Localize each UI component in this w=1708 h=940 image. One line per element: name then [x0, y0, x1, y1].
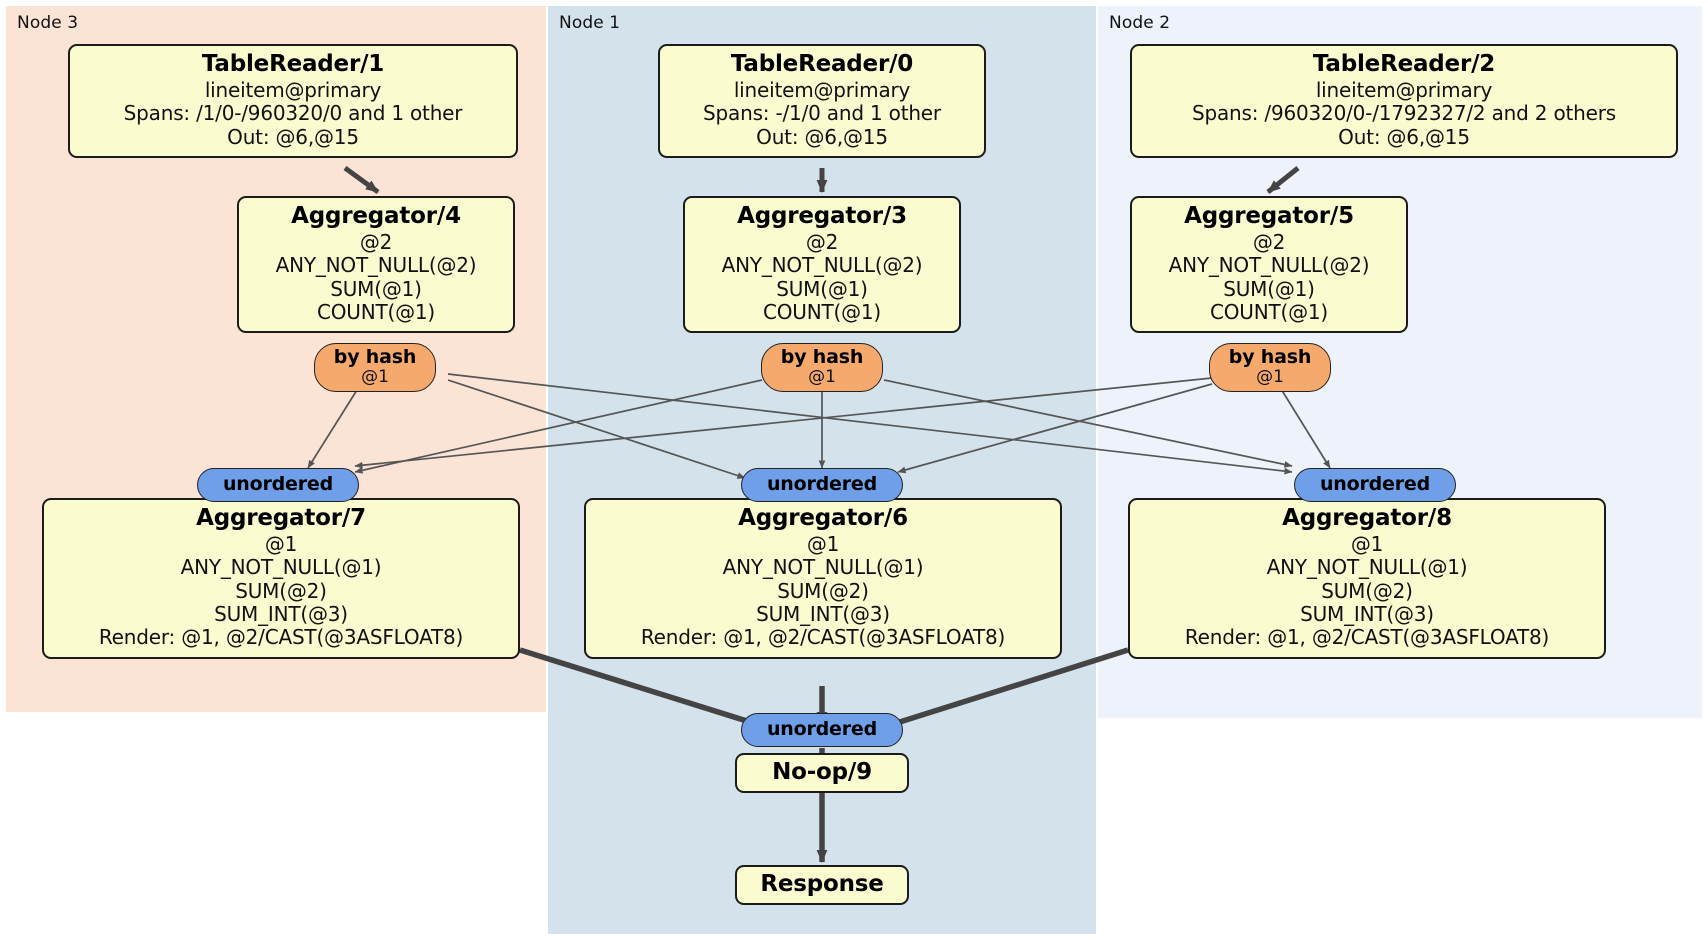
processor-title: TableReader/0: [730, 51, 914, 77]
processor-detail: Out: @6,@15: [227, 124, 359, 149]
sync-type-label: unordered: [766, 718, 878, 740]
router-badge-by-hash-left[interactable]: by hash @1: [314, 343, 436, 392]
processor-detail: SUM(@1): [330, 276, 422, 301]
processor-title: Aggregator/3: [737, 203, 907, 229]
processor-tablereader-2[interactable]: TableReader/2 lineitem@primary Spans: /9…: [1130, 44, 1678, 159]
processor-detail: @2: [359, 229, 393, 254]
processor-detail: ANY_NOT_NULL(@1): [180, 555, 382, 580]
router-badge-by-hash-right[interactable]: by hash @1: [1209, 343, 1331, 392]
router-type-label: by hash: [780, 346, 864, 368]
processor-detail: lineitem@primary: [733, 77, 911, 102]
processor-title: Aggregator/8: [1282, 505, 1452, 531]
processor-title: Aggregator/4: [291, 203, 461, 229]
processor-tablereader-1[interactable]: TableReader/1 lineitem@primary Spans: /1…: [68, 44, 518, 159]
sync-badge-unordered-final[interactable]: unordered: [741, 713, 903, 747]
processor-detail: lineitem@primary: [1315, 77, 1493, 102]
processor-title: Aggregator/6: [738, 505, 908, 531]
router-key-label: @1: [808, 366, 836, 387]
processor-detail: @2: [805, 229, 839, 254]
processor-aggregator-5[interactable]: Aggregator/5 @2 ANY_NOT_NULL(@2) SUM(@1)…: [1130, 196, 1408, 334]
processor-detail: SUM(@2): [1321, 578, 1413, 603]
processor-title: No-op/9: [772, 759, 872, 785]
sync-type-label: unordered: [766, 473, 878, 495]
processor-detail: SUM(@2): [777, 578, 869, 603]
node-panel-label: Node 1: [559, 13, 621, 33]
sync-badge-unordered-right[interactable]: unordered: [1294, 468, 1456, 502]
processor-detail: SUM_INT(@3): [756, 602, 890, 627]
node-panel-label: Node 3: [17, 13, 79, 33]
processor-aggregator-7[interactable]: Aggregator/7 @1 ANY_NOT_NULL(@1) SUM(@2)…: [42, 498, 520, 659]
processor-detail: Render: @1, @2/CAST(@3ASFLOAT8): [640, 625, 1006, 650]
processor-detail: ANY_NOT_NULL(@2): [721, 253, 923, 278]
processor-detail: Out: @6,@15: [1338, 124, 1470, 149]
sync-badge-unordered-mid[interactable]: unordered: [741, 468, 903, 502]
sync-badge-unordered-left[interactable]: unordered: [197, 468, 359, 502]
processor-detail: @1: [806, 531, 840, 556]
processor-tablereader-0[interactable]: TableReader/0 lineitem@primary Spans: -/…: [658, 44, 986, 159]
processor-detail: COUNT(@1): [1209, 300, 1329, 325]
processor-detail: Spans: -/1/0 and 1 other: [703, 101, 941, 126]
router-key-label: @1: [361, 366, 389, 387]
router-type-label: by hash: [333, 346, 417, 368]
processor-detail: Spans: /1/0-/960320/0 and 1 other: [123, 101, 463, 126]
processor-title: Aggregator/5: [1184, 203, 1354, 229]
sync-type-label: unordered: [1319, 473, 1431, 495]
processor-detail: @1: [1350, 531, 1384, 556]
processor-detail: SUM_INT(@3): [1300, 602, 1434, 627]
processor-aggregator-6[interactable]: Aggregator/6 @1 ANY_NOT_NULL(@1) SUM(@2)…: [584, 498, 1062, 659]
processor-detail: lineitem@primary: [204, 77, 382, 102]
processor-detail: Out: @6,@15: [756, 124, 888, 149]
router-key-label: @1: [1256, 366, 1284, 387]
processor-response[interactable]: Response: [735, 865, 909, 905]
processor-title: TableReader/1: [201, 51, 385, 77]
processor-detail: COUNT(@1): [316, 300, 436, 325]
processor-detail: ANY_NOT_NULL(@2): [275, 253, 477, 278]
sync-type-label: unordered: [222, 473, 334, 495]
processor-detail: @1: [264, 531, 298, 556]
processor-detail: @2: [1252, 229, 1286, 254]
processor-detail: ANY_NOT_NULL(@1): [722, 555, 924, 580]
processor-aggregator-4[interactable]: Aggregator/4 @2 ANY_NOT_NULL(@2) SUM(@1)…: [237, 196, 515, 334]
processor-title: TableReader/2: [1312, 51, 1496, 77]
processor-detail: Spans: /960320/0-/1792327/2 and 2 others: [1191, 101, 1616, 126]
node-panel-label: Node 2: [1109, 13, 1171, 33]
processor-detail: Render: @1, @2/CAST(@3ASFLOAT8): [98, 625, 464, 650]
processor-detail: SUM(@1): [776, 276, 868, 301]
processor-title: Aggregator/7: [196, 505, 366, 531]
processor-detail: ANY_NOT_NULL(@1): [1266, 555, 1468, 580]
processor-title: Response: [760, 871, 884, 897]
processor-detail: Render: @1, @2/CAST(@3ASFLOAT8): [1184, 625, 1550, 650]
processor-noop-9[interactable]: No-op/9: [735, 753, 909, 793]
router-type-label: by hash: [1228, 346, 1312, 368]
router-badge-by-hash-mid[interactable]: by hash @1: [761, 343, 883, 392]
processor-detail: ANY_NOT_NULL(@2): [1168, 253, 1370, 278]
processor-aggregator-8[interactable]: Aggregator/8 @1 ANY_NOT_NULL(@1) SUM(@2)…: [1128, 498, 1606, 659]
processor-detail: SUM_INT(@3): [214, 602, 348, 627]
processor-detail: COUNT(@1): [762, 300, 882, 325]
processor-detail: SUM(@2): [235, 578, 327, 603]
processor-aggregator-3[interactable]: Aggregator/3 @2 ANY_NOT_NULL(@2) SUM(@1)…: [683, 196, 961, 334]
processor-detail: SUM(@1): [1223, 276, 1315, 301]
